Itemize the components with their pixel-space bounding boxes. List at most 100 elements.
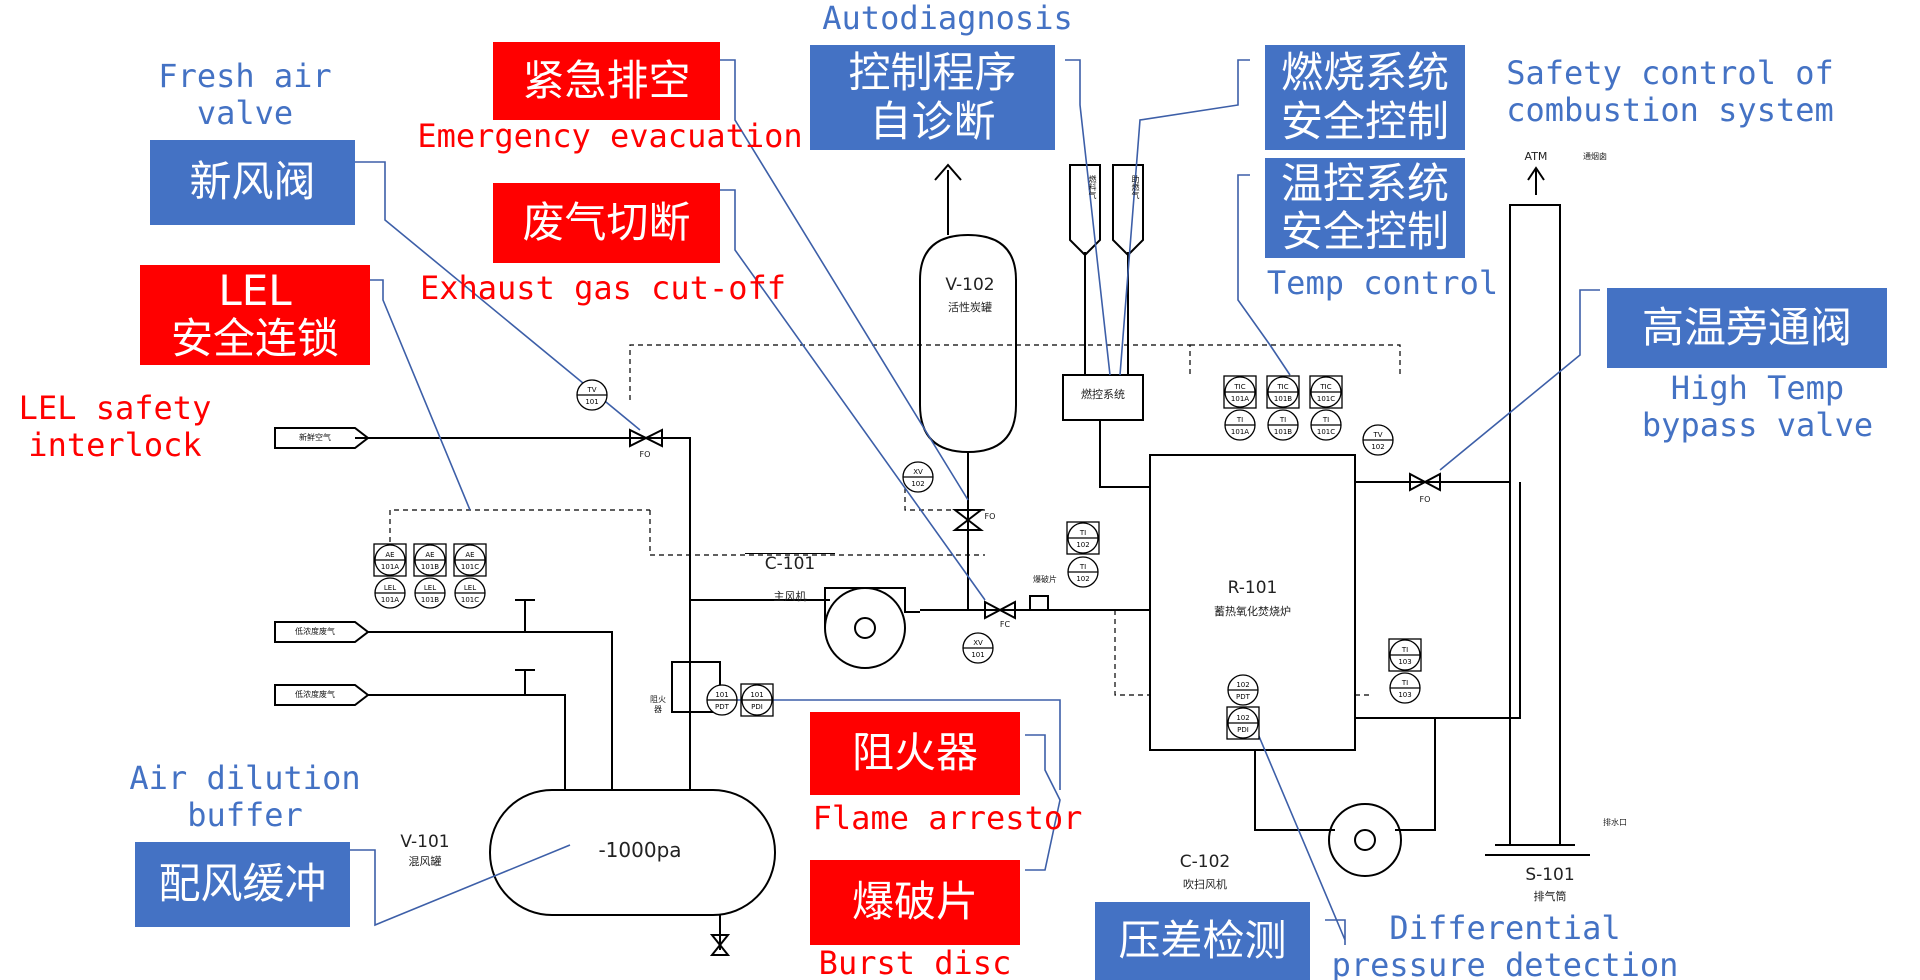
c102-name: 吹扫风机 bbox=[1183, 878, 1227, 891]
instrument-tv101-text-0: TV bbox=[586, 386, 596, 394]
instrument-tv102-text-1: 102 bbox=[1371, 443, 1384, 451]
purge-fan bbox=[1328, 803, 1402, 877]
instrument-tic101b-text-0: TIC bbox=[1276, 383, 1288, 391]
emergency-caption: Emergency evacuation bbox=[417, 117, 803, 155]
instrument-ti103b-text-0: TI bbox=[1401, 679, 1408, 687]
arrestor-tag: 阻火器 bbox=[650, 695, 666, 714]
mixing-tank bbox=[489, 789, 776, 916]
instrument-ae101b: AE 101B bbox=[413, 543, 447, 577]
instrument-ti101c-text-0: TI bbox=[1322, 416, 1329, 424]
emergency-box: 紧急排空 bbox=[493, 42, 720, 120]
instrument-xv102-text-0: XV bbox=[913, 468, 923, 476]
instrument-ti102b-text-1: 102 bbox=[1076, 575, 1089, 583]
burner-feed bbox=[1099, 420, 1150, 488]
bypass-box: 高温旁通阀 bbox=[1607, 288, 1887, 368]
instrument-xv101-text-0: XV bbox=[973, 639, 983, 647]
fo-mark-3: FO bbox=[1419, 495, 1431, 504]
signal-ctrl bbox=[1190, 344, 1401, 375]
lel-box: LEL 安全连锁 bbox=[140, 265, 370, 365]
instrument-tv101-text-1: 101 bbox=[585, 398, 598, 406]
v101-name: 混风罐 bbox=[408, 855, 442, 868]
instrument-tv101: TV 101 bbox=[576, 379, 608, 411]
instrument-ae101c-text-1: 101C bbox=[461, 563, 479, 571]
main-fan bbox=[824, 587, 906, 669]
c101-label: C-101 bbox=[745, 553, 835, 575]
instrument-lel101a: LEL 101A bbox=[374, 577, 406, 609]
instrument-ae101b-text-0: AE bbox=[425, 551, 434, 559]
instrument-lel101a-text-0: LEL bbox=[384, 584, 396, 592]
rto-body bbox=[1149, 454, 1356, 751]
temp-box: 温控系统 安全控制 bbox=[1265, 158, 1465, 258]
instrument-pdi101-text-1: PDI bbox=[751, 703, 763, 711]
fuel-pipe-2-label: 助燃气 bbox=[1131, 175, 1140, 199]
fresh-air-box: 新风阀 bbox=[150, 140, 355, 225]
signal-pd bbox=[1114, 610, 1150, 696]
instrument-ti101b-text-0: TI bbox=[1279, 416, 1286, 424]
temp-caption: Temp control bbox=[1266, 264, 1499, 302]
instrument-pdt102-text-1: PDT bbox=[1236, 693, 1251, 701]
instrument-xv101-text-1: 101 bbox=[971, 651, 984, 659]
inlet-gas-1: 低浓度废气 bbox=[295, 627, 335, 636]
air-dilution-caption: Air dilution buffer bbox=[129, 759, 361, 834]
instrument-ae101a-text-1: 101A bbox=[381, 563, 399, 571]
instrument-ae101b-text-1: 101B bbox=[421, 563, 439, 571]
instrument-pdi102-text-1: PDI bbox=[1237, 726, 1249, 734]
fresh-air-pipe bbox=[355, 437, 691, 790]
v102-name: 活性炭罐 bbox=[948, 301, 992, 315]
diffp-caption: Differential pressure detection bbox=[1331, 909, 1679, 980]
stack-body bbox=[1509, 204, 1561, 846]
burst-caption: Burst disc bbox=[818, 944, 1012, 980]
burner-control-name: 燃控系统 bbox=[1081, 388, 1125, 401]
air-dilution-box: 配风缓冲 bbox=[135, 842, 350, 927]
instrument-pdi101-text-0: 101 bbox=[750, 691, 763, 699]
combustion-box: 燃烧系统 安全控制 bbox=[1265, 45, 1465, 150]
inlet-gas-2: 低浓度废气 bbox=[295, 690, 335, 699]
instrument-pdt102-text-0: 102 bbox=[1236, 681, 1249, 689]
instrument-ae101a-text-0: AE bbox=[385, 551, 394, 559]
instrument-tic101c-text-1: 101C bbox=[1317, 395, 1335, 403]
instrument-lel101c: LEL 101C bbox=[454, 577, 486, 609]
v102-vent-top bbox=[934, 163, 962, 181]
instrument-lel101c-text-1: 101C bbox=[461, 596, 479, 604]
s101-name: 排气筒 bbox=[1533, 890, 1567, 903]
instrument-tic101a-text-1: 101A bbox=[1231, 395, 1249, 403]
c101-name: 主风机 bbox=[773, 590, 807, 603]
signal-main bbox=[649, 510, 985, 556]
stack-note: 通烟囱 bbox=[1583, 152, 1607, 161]
instrument-xv101: XV 101 bbox=[962, 632, 994, 664]
diffp-box: 压差检测 bbox=[1095, 902, 1310, 980]
signal-top bbox=[629, 344, 1191, 400]
instrument-ti101b-text-1: 101B bbox=[1274, 428, 1292, 436]
r101-id: R-101 bbox=[1227, 578, 1278, 598]
fo-mark-1: FO bbox=[639, 450, 651, 459]
instrument-tic101a-text-0: TIC bbox=[1233, 383, 1245, 391]
flame-box: 阻火器 bbox=[810, 712, 1020, 795]
instrument-xv102-text-1: 102 bbox=[911, 480, 924, 488]
inlet-fresh-air: 新鲜空气 bbox=[299, 433, 331, 442]
instrument-lel101c-text-0: LEL bbox=[464, 584, 476, 592]
lel-caption: LEL safety interlock bbox=[18, 389, 212, 464]
instrument-lel101b-text-1: 101B bbox=[421, 596, 439, 604]
atm-label: ATM bbox=[1524, 150, 1548, 163]
drain-label: 排水口 bbox=[1603, 818, 1627, 827]
rto-bottom-outlet bbox=[1355, 482, 1521, 719]
instrument-tic101a: TIC 101A bbox=[1223, 375, 1257, 409]
instrument-ti101a-text-1: 101A bbox=[1231, 428, 1249, 436]
fresh-air-caption: Fresh air valve bbox=[158, 57, 332, 132]
instrument-lel101a-text-1: 101A bbox=[381, 596, 399, 604]
carbon-tank bbox=[919, 233, 1017, 454]
signal-lel bbox=[389, 509, 650, 560]
flame-caption: Flame arrestor bbox=[812, 799, 1083, 837]
instrument-ti103b-text-1: 103 bbox=[1398, 691, 1411, 699]
